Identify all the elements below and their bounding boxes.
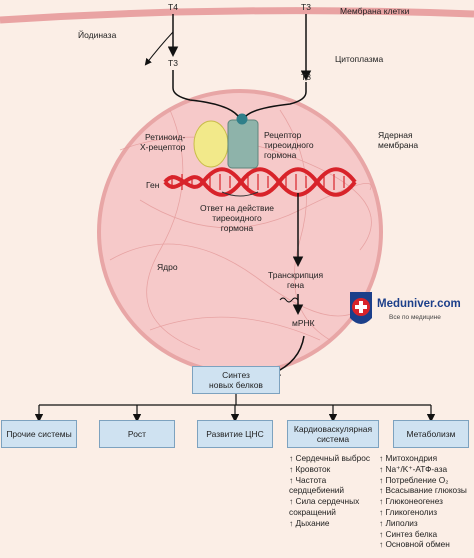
effect-metabolism: Метаболизм [393, 420, 469, 448]
iodinase-label: Йодиназа [78, 30, 117, 40]
retinoid-receptor-shape [193, 120, 229, 168]
t4-label: T4 [168, 2, 178, 12]
t3-inner-left-label: T3 [168, 58, 178, 68]
watermark-title: Meduniver.com [377, 298, 461, 310]
hormone-dot [236, 113, 248, 125]
retinoid-receptor-label: Ретиноид-X-рецептор [140, 132, 186, 152]
dna-strand-a [163, 167, 357, 197]
nucleus-label: Ядро [157, 262, 178, 272]
mrna-label: мРНК [292, 318, 315, 328]
response-bracket [221, 191, 259, 197]
cell-membrane [0, 7, 474, 24]
chromatin-lines [109, 109, 372, 351]
gene-label: Ген [146, 180, 160, 190]
t3-top-label: T3 [301, 2, 311, 12]
effect-cns: Развитие ЦНС [197, 420, 273, 448]
thyroid-receptor-shape [227, 119, 259, 169]
dna-strand-b [163, 167, 357, 197]
effect-growth: Рост [99, 420, 175, 448]
cardio-effects-list: ↑ Сердечный выброс↑ Кровоток↑ Частота се… [289, 453, 370, 528]
t3-inner-right-label: T3 [301, 72, 311, 82]
meduniver-logo-icon [350, 292, 372, 324]
dna-rungs [171, 174, 345, 190]
cell-membrane-label: Мембрана клетки [340, 6, 410, 16]
cytoplasm-label: Цитоплазма [335, 54, 384, 64]
watermark-subtitle: Все по медицине [389, 314, 441, 321]
effect-other-systems: Прочие системы [1, 420, 77, 448]
metabolism-effects-list: ↑ Митохондрия↑ Na⁺/K⁺-АТФ-аза↑ Потреблен… [379, 453, 467, 550]
